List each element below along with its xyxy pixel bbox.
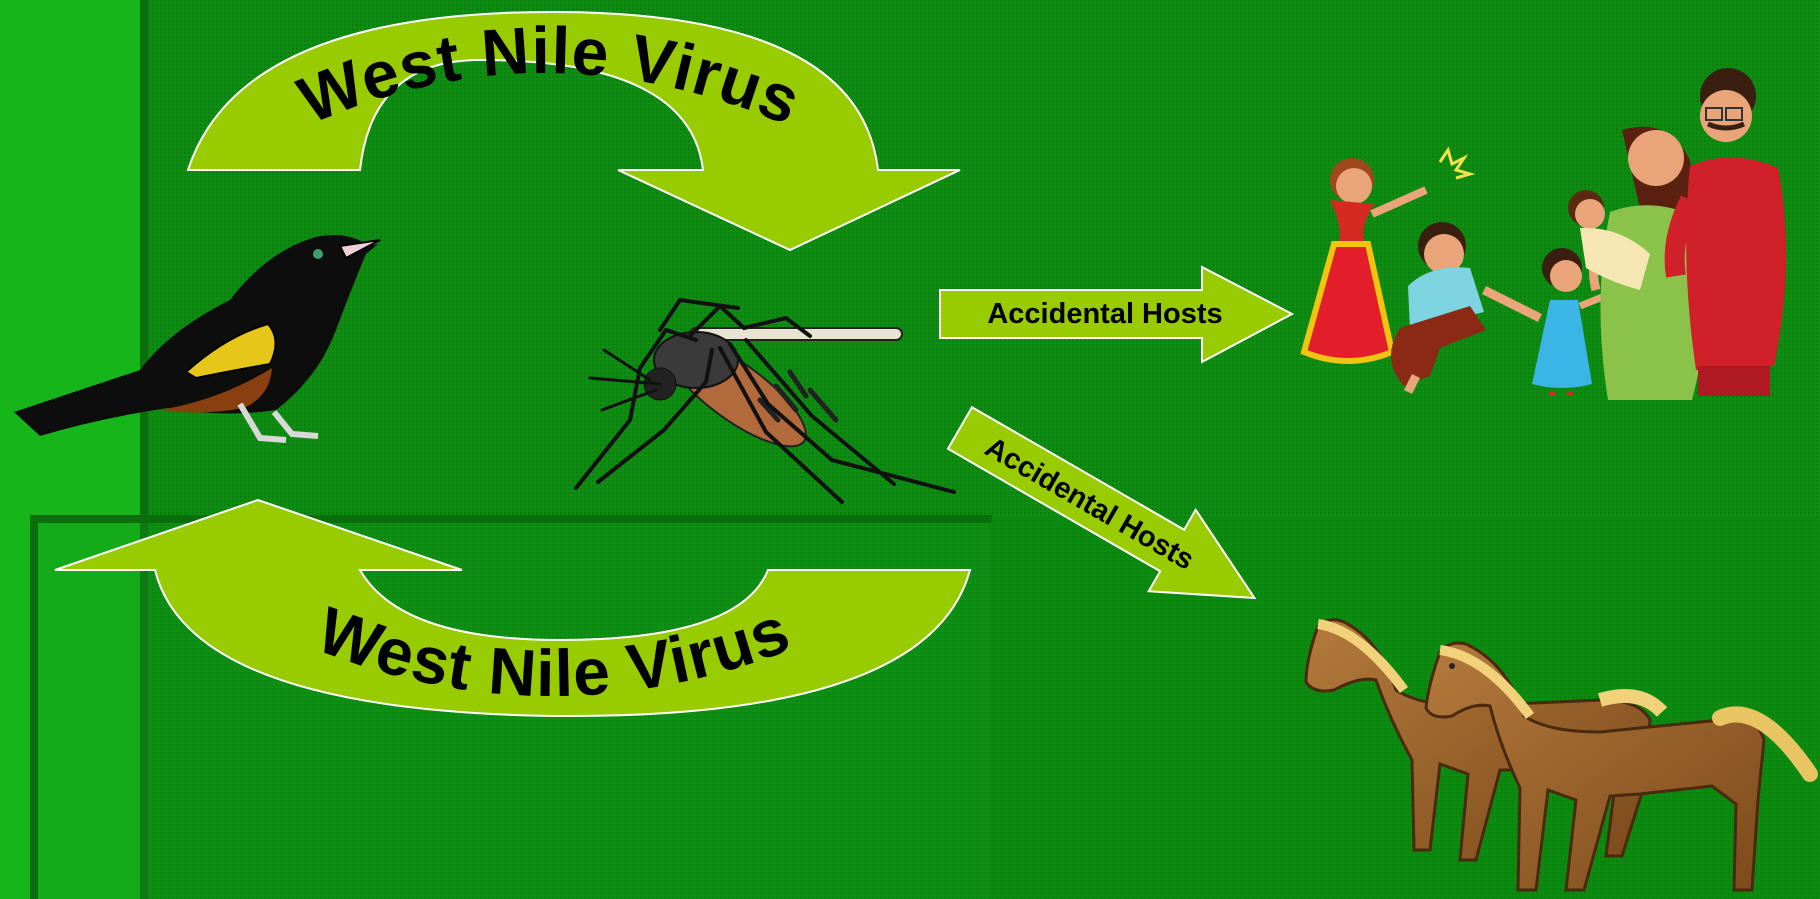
people-arrow-label: Accidental Hosts: [987, 298, 1222, 330]
lower-panel-top-edge: [30, 515, 992, 523]
lower-panel-left-edge: [30, 515, 38, 899]
